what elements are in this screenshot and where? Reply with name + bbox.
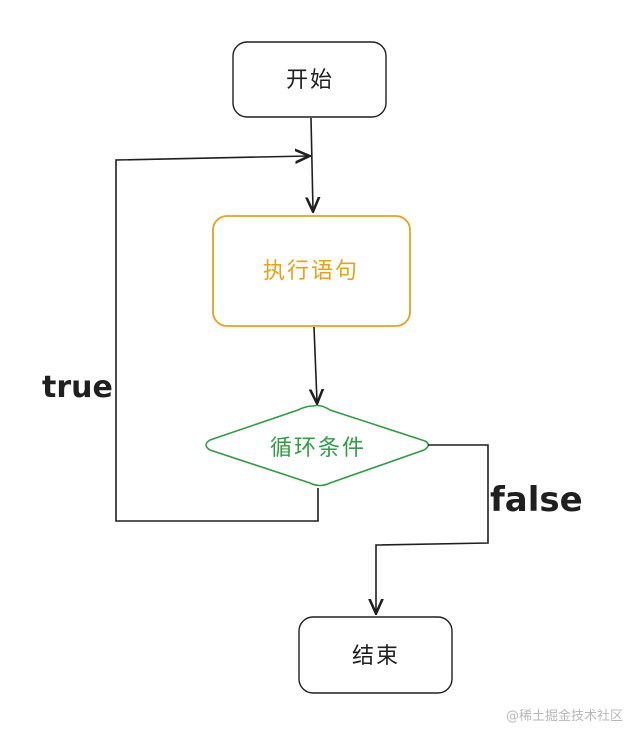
process-node-label: 执行语句 [263, 259, 359, 284]
start-node: 开始 [232, 41, 387, 118]
decision-node: 循环条件 [205, 404, 430, 487]
edge-process-to-decision [314, 326, 317, 402]
watermark-text: @稀土掘金技术社区 [505, 709, 623, 724]
process-node: 执行语句 [212, 215, 411, 327]
start-node-label: 开始 [286, 68, 334, 93]
edge-decision-to-end-false [376, 444, 489, 612]
true-edge-label: true [42, 370, 113, 405]
edge-start-to-process [311, 117, 313, 210]
end-node: 结束 [298, 616, 453, 694]
edge-loop-back-true [115, 156, 319, 522]
false-edge-label: false [490, 480, 583, 520]
end-node-label: 结束 [352, 644, 400, 669]
decision-node-label: 循环条件 [270, 436, 366, 461]
